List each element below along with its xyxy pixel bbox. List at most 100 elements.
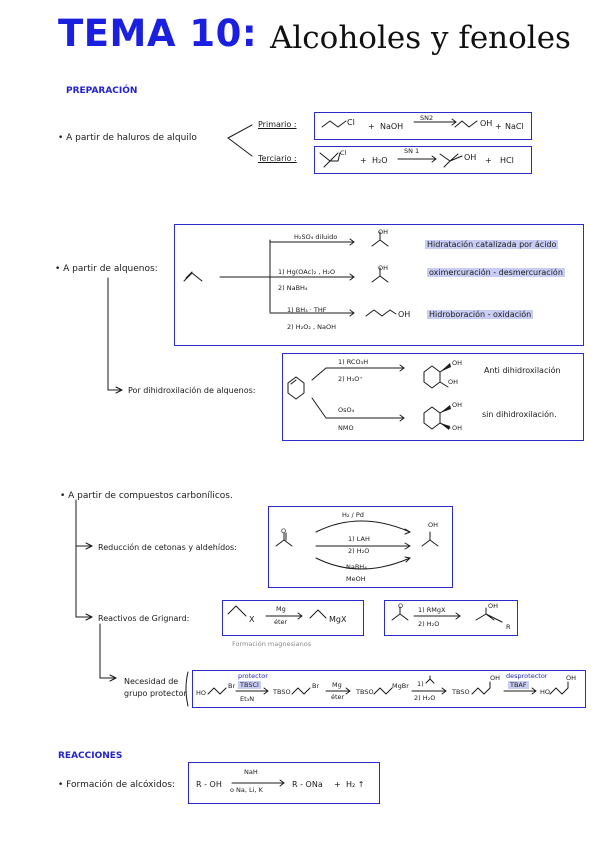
r2-plus2: + (485, 156, 492, 165)
label-sin: sin dihidroxilación. (482, 410, 557, 419)
alq-r3-cond2: 2) H₂O₂ , NaOH (287, 323, 337, 331)
r2-reactant-skeleton (319, 152, 341, 168)
prot-step2: 2) H₂O (414, 694, 436, 702)
prot-oh2: OH (566, 674, 577, 682)
prot-product-skeleton (549, 681, 569, 695)
r2-cl: Cl (340, 149, 347, 157)
prot-br2: Br (312, 682, 320, 690)
label-reduccion: Reducción de cetonas y aldehídos: (98, 543, 237, 552)
r2-product-skeleton (439, 153, 463, 168)
prot-et3n: Et₃N (240, 695, 255, 703)
prot-br: Br (228, 682, 236, 690)
prot-acetaldehyde-skeleton (425, 675, 435, 684)
anti-oh1: OH (452, 359, 463, 367)
bullet-haluros: • A partir de haluros de alquilo (58, 133, 197, 143)
red-arrow-3 (315, 557, 411, 570)
box-grignard-2 (384, 600, 518, 636)
r1-plus2: + (495, 122, 502, 131)
label-grupo-protector: grupo protector (124, 689, 187, 698)
alq-r1-cond: H₂SO₄ diluido (294, 233, 338, 241)
r1-cond: SN2 (420, 114, 434, 122)
label-primario: Primario : (258, 120, 297, 129)
r1-reagent: NaOH (380, 122, 404, 131)
alq-r2-cond1: 1) Hg(OAc)₂ , H₂O (278, 268, 336, 276)
box-alcoxidos (188, 762, 380, 804)
alq-r2-oh: OH (378, 264, 389, 272)
r2-cond: SN 1 (404, 147, 420, 155)
page-title: Alcoholes y fenoles (270, 20, 571, 56)
prot-sm-skeleton (207, 687, 227, 695)
prot-int1-skeleton (291, 687, 311, 695)
r2-reagent: H₂O (372, 156, 388, 165)
r2-hcl: HCl (500, 156, 514, 165)
g2-r: R (506, 623, 511, 631)
box-protector (192, 670, 586, 708)
label-terciario: Terciario : (258, 154, 297, 163)
red-r3b: MeOH (346, 575, 366, 583)
sin-cond1: OsO₄ (338, 406, 355, 414)
alc-h2: H₂ ↑ (346, 780, 365, 789)
isopropanol-skeleton (421, 531, 439, 547)
section-reacciones: REACCIONES (58, 751, 123, 761)
label-anti: Anti dihidroxilación (484, 366, 561, 375)
anti-cond2: 2) H₃O⁺ (338, 375, 363, 383)
r1-oh: OH (480, 119, 493, 128)
r1-product-skeleton (454, 120, 478, 128)
prot-tbso3: TBSO (452, 688, 470, 696)
red-o: O (281, 527, 287, 535)
sin-cond2: NMO (338, 424, 354, 432)
r2-oh: OH (464, 153, 477, 162)
r1-plus: + (368, 122, 375, 131)
sin-wedge-2 (440, 423, 450, 430)
g2-cond1: 1) RMgX (418, 606, 446, 614)
prot-tbscl: TBSCl (238, 681, 261, 689)
r1-nacl: NaCl (505, 122, 524, 131)
g1-cond2: éter (274, 618, 288, 626)
r1-cl: Cl (347, 118, 355, 127)
alq-r2-cond2: 2) NaBH₄ (278, 284, 308, 292)
alq-prod-1 (371, 231, 389, 247)
g1-product-skeleton (309, 609, 327, 619)
anti-oh2: OH (448, 378, 459, 386)
alc-cond1: NaH (244, 768, 258, 776)
g2-product-skeleton (475, 607, 503, 623)
anti-arrow (311, 367, 405, 381)
label-oximercuracion: oximercuración - desmercuración (427, 268, 565, 277)
label-hidroboracion: Hidroboración - oxidación (427, 310, 534, 319)
prot-tbso1: TBSO (273, 688, 291, 696)
bullet-alquenos: • A partir de alquenos: (55, 264, 158, 274)
alc-cond2: o Na, Li, K (230, 786, 263, 794)
red-arrow-1 (315, 520, 411, 533)
box-sn1 (314, 146, 532, 174)
red-r2b: 2) H₂O (348, 547, 370, 555)
alq-prod-3 (365, 309, 397, 317)
label-hidratacion: Hidratación catalizada por ácido (425, 240, 559, 249)
prot-protector: protector (238, 672, 268, 680)
box-grignard-1 (222, 600, 364, 636)
sin-oh2: OH (452, 424, 463, 432)
acetone-skeleton (275, 532, 293, 547)
connector-protector (99, 623, 117, 679)
cyclohexene-skeleton (287, 376, 305, 400)
g1-x: X (249, 615, 255, 624)
brace-protector (185, 671, 189, 707)
g2-cond2: 2) H₂O (418, 620, 440, 628)
g1-reactant-skeleton (227, 605, 247, 617)
sin-wedge-1 (440, 405, 451, 413)
page-title-tema: TEMA 10: (58, 12, 258, 55)
label-formacion-magnesianos: Formación magnesianos (232, 640, 312, 648)
alq-r1-oh: OH (378, 228, 389, 236)
label-grignard: Reactivos de Grignard: (98, 614, 190, 623)
branch-line-terciario (227, 137, 253, 157)
alq-r3-cond1: 1) BH₃ · THF (287, 306, 327, 314)
anti-product-ring (423, 365, 441, 389)
sin-arrow (311, 397, 405, 419)
g1-prod: MgX (329, 615, 347, 624)
branch-line-primario (227, 124, 253, 139)
r1-reactant-skeleton (321, 120, 347, 128)
anti-wedge (440, 363, 451, 372)
prot-ho: HO (196, 689, 207, 697)
alc-prod: R - ONa (292, 780, 323, 789)
bullet-carbonilicos: • A partir de compuestos carbonílicos. (60, 491, 233, 501)
